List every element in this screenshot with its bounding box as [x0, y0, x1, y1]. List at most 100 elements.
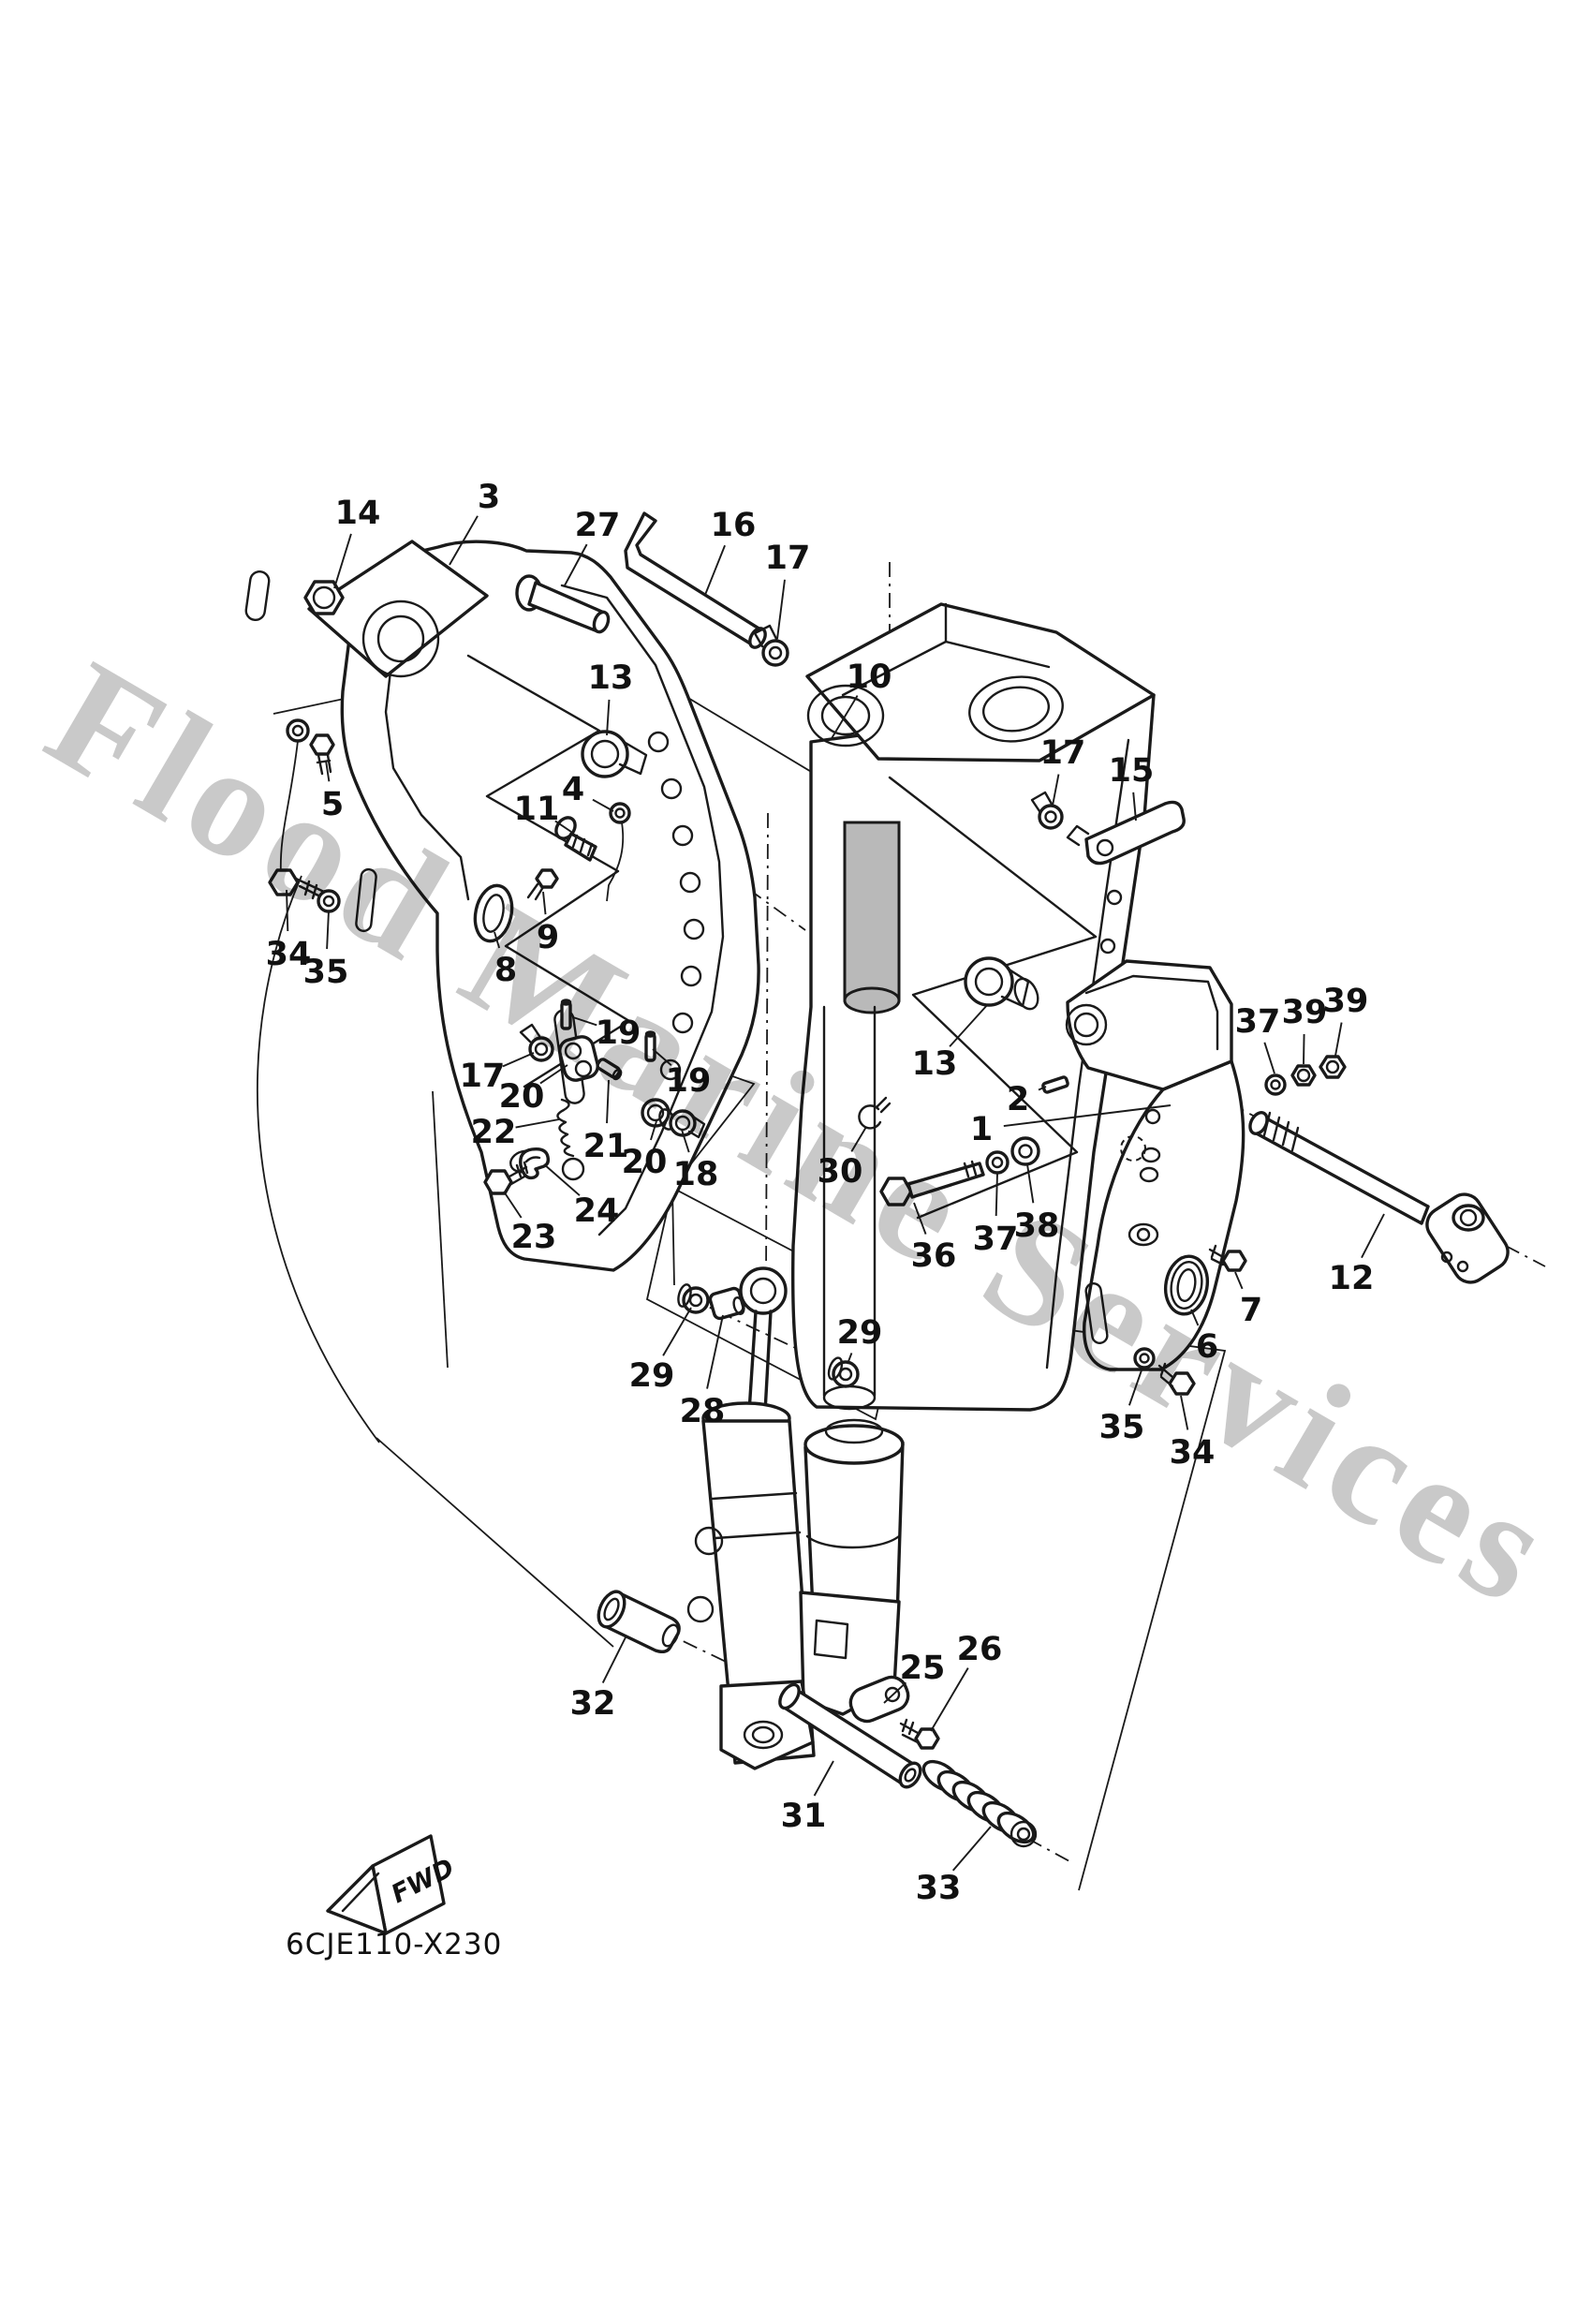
tilt-stop-tube-31 [778, 1682, 922, 1789]
leader-line-37 [995, 1172, 998, 1217]
leader-line-32 [601, 1636, 626, 1683]
callout-13: 13 [912, 1045, 958, 1083]
callout-22: 22 [471, 1114, 517, 1151]
leader-line-35 [326, 910, 330, 950]
callout-37: 37 [1235, 1003, 1281, 1041]
leader-line-33 [951, 1826, 992, 1872]
pin-19-b [644, 1030, 656, 1062]
callout-38: 38 [1014, 1207, 1060, 1245]
callout-27: 27 [575, 507, 621, 544]
leader-line-39 [1334, 1022, 1343, 1057]
washer-37-top [1264, 1073, 1287, 1096]
leader-line-14 [333, 533, 352, 589]
callout-30: 30 [818, 1153, 863, 1191]
grommet-8 [473, 883, 514, 943]
leader-line-28 [706, 1314, 724, 1389]
right-clamp-bracket [1065, 959, 1245, 1371]
leader-line-18 [681, 1129, 690, 1153]
callout-20: 20 [622, 1144, 668, 1181]
leader-line-36 [913, 1202, 927, 1235]
callout-19: 19 [666, 1062, 712, 1100]
grommet-6 [1163, 1254, 1210, 1316]
ring-terminal-11-wire [279, 718, 310, 877]
leader-line-17 [502, 1052, 535, 1068]
callout-6: 6 [1196, 1328, 1218, 1366]
leader-line-4 [592, 798, 614, 812]
leader-line-7 [1234, 1271, 1244, 1290]
callout-20: 20 [499, 1078, 545, 1116]
callout-18: 18 [673, 1156, 719, 1193]
part-code: 6CJE110-X230 [286, 1928, 502, 1961]
bolt-34-right [1157, 1362, 1196, 1396]
callout-33: 33 [916, 1870, 962, 1907]
damper-20-a [558, 1035, 599, 1082]
pin-17-top [753, 624, 789, 667]
leader-line-35 [1128, 1367, 1143, 1406]
callout-34: 34 [1170, 1434, 1216, 1472]
leader-line-38 [1026, 1163, 1035, 1204]
ring-terminal-4 [606, 802, 631, 902]
bolt-36 [879, 1160, 985, 1206]
leader-line-10 [830, 695, 859, 741]
callout-9: 9 [537, 919, 559, 956]
leader-line-2 [1038, 1086, 1047, 1091]
washer-38 [1010, 1136, 1040, 1166]
leader-line-27 [564, 543, 588, 586]
callout-32: 32 [570, 1685, 616, 1723]
bolt-7 [1208, 1244, 1247, 1272]
steering-shaft [843, 821, 901, 1002]
bushing-13-left [581, 730, 648, 778]
cam-25 [848, 1675, 910, 1724]
callout-14: 14 [335, 495, 381, 532]
leader-line-25 [883, 1681, 907, 1704]
callout-12: 12 [1329, 1260, 1375, 1297]
bolt-5 [309, 733, 335, 776]
callout-15: 15 [1109, 752, 1155, 790]
leader-line-3 [449, 515, 479, 566]
leader-line-11 [554, 820, 572, 833]
leader-line-6 [1190, 1309, 1200, 1326]
nut-14 [303, 580, 345, 615]
leader-line-17 [776, 579, 786, 640]
leader-line-37 [1263, 1042, 1275, 1074]
callout-39: 39 [1282, 994, 1328, 1031]
leader-line-19 [572, 1016, 597, 1027]
bushing-32 [597, 1590, 681, 1654]
callout-17: 17 [460, 1058, 506, 1095]
leader-line-15 [1132, 792, 1137, 822]
leader-line-29 [847, 1353, 853, 1365]
callout-29: 29 [629, 1357, 675, 1395]
leader-line-8 [494, 931, 501, 949]
callout-2: 2 [1007, 1081, 1029, 1118]
leader-line-19 [652, 1048, 672, 1066]
link-15 [1066, 800, 1186, 866]
pin-17-right [1030, 791, 1064, 830]
callout-3: 3 [478, 479, 500, 516]
callout-4: 4 [562, 771, 584, 808]
bolt-9 [526, 868, 559, 901]
callout-17: 17 [1040, 734, 1086, 772]
callout-35: 35 [303, 954, 349, 991]
callout-31: 31 [781, 1798, 827, 1835]
callout-25: 25 [900, 1650, 946, 1687]
leader-line-31 [813, 1760, 834, 1797]
callout-5: 5 [321, 786, 344, 823]
callout-26: 26 [957, 1631, 1003, 1668]
nut-39-b [1319, 1055, 1347, 1079]
callout-10: 10 [847, 659, 892, 696]
bolt-34-left [268, 868, 326, 900]
leader-line-1 [1003, 1104, 1172, 1127]
leader-line-21 [606, 1079, 610, 1124]
bushing-18 [669, 1109, 706, 1139]
callout-19: 19 [596, 1014, 641, 1052]
washer-35-left [317, 889, 341, 913]
trim-tilt-unit [686, 1266, 905, 1770]
bushing-13-right [964, 956, 1039, 1011]
leader-line-26 [930, 1667, 969, 1732]
callout-37: 37 [973, 1221, 1019, 1258]
left-clamp-bracket [244, 540, 760, 1272]
leader-line-17 [1052, 774, 1060, 807]
tilt-lock-spring-33 [921, 1759, 1038, 1848]
